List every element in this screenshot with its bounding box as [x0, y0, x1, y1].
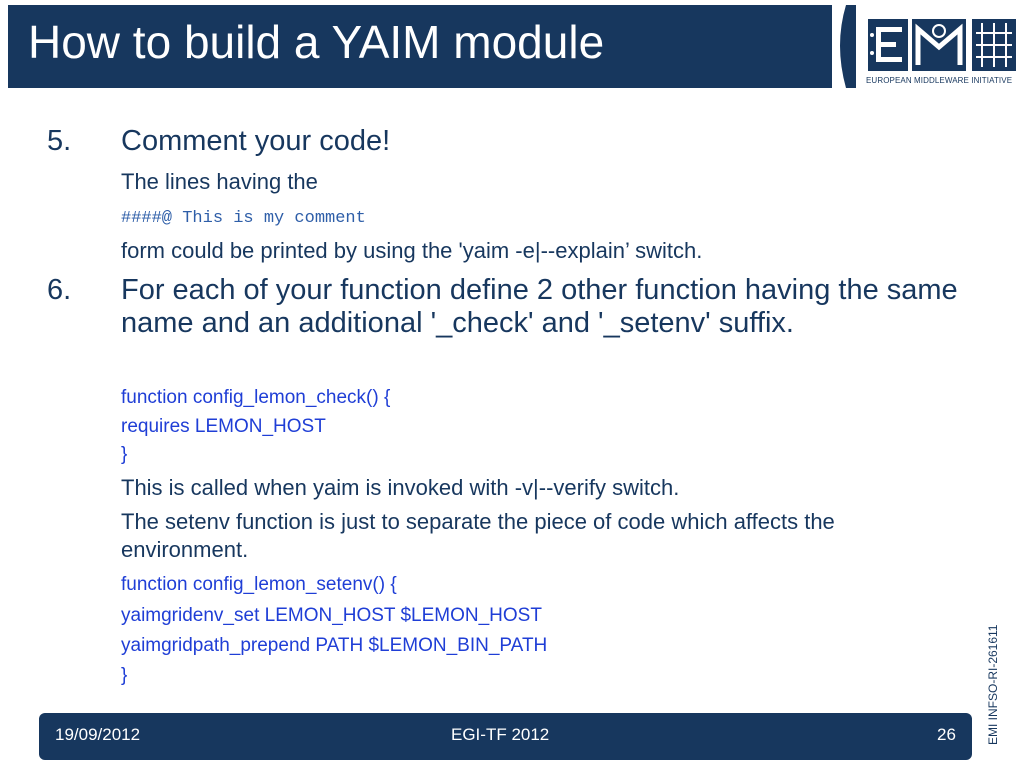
- comment-sample: ####@ This is my comment: [121, 209, 366, 228]
- emi-logo-icon: [826, 5, 1016, 88]
- item-number: 6.: [47, 274, 72, 306]
- body-text: This is called when yaim is invoked with…: [121, 475, 680, 500]
- code-line: yaimgridpath_prepend PATH $LEMON_BIN_PAT…: [121, 635, 548, 656]
- item-heading: Comment your code!: [121, 125, 391, 157]
- emi-logo: EUROPEAN MIDDLEWARE INITIATIVE: [826, 5, 1022, 88]
- item-heading: For each of your function define 2 other…: [121, 274, 958, 339]
- logo-caption: EUROPEAN MIDDLEWARE INITIATIVE: [866, 76, 1013, 85]
- code-line: function config_lemon_check() {: [121, 387, 391, 408]
- body-text: The lines having the: [121, 169, 318, 194]
- code-line: yaimgridenv_set LEMON_HOST $LEMON_HOST: [121, 605, 542, 626]
- grant-code: EMI INFSO-RI-261611: [986, 624, 1000, 745]
- item-number: 5.: [47, 125, 72, 157]
- body-text: form could be printed by using the 'yaim…: [121, 238, 703, 263]
- body-text: The setenv function is just to separate …: [121, 509, 835, 562]
- code-line: requires LEMON_HOST: [121, 416, 326, 437]
- footer-date: 19/09/2012: [55, 725, 141, 744]
- page-number: 26: [937, 725, 956, 744]
- footer-event: EGI-TF 2012: [451, 725, 550, 744]
- footer-bar: 19/09/2012 EGI-TF 2012 26: [39, 713, 972, 760]
- title-banner: How to build a YAIM module: [8, 5, 856, 88]
- code-line: function config_lemon_setenv() {: [121, 574, 397, 595]
- code-line: }: [121, 444, 128, 465]
- slide-title: How to build a YAIM module: [28, 16, 605, 68]
- code-line: }: [121, 665, 128, 686]
